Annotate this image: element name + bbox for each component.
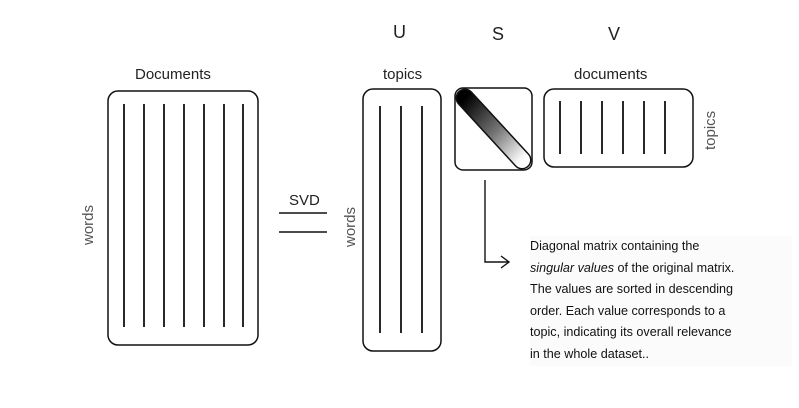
v-matrix-columns (559, 101, 666, 154)
callout-arrow (484, 180, 511, 269)
singular-values-description: Diagonal matrix containing the singular … (530, 236, 792, 366)
u-matrix-frame (362, 88, 442, 352)
u-words-label: words (342, 206, 359, 247)
u-matrix (362, 88, 442, 352)
singular-values-term: singular values (530, 260, 615, 275)
v-topics-label: topics (702, 110, 719, 150)
description-line: The values are sorted in descending (530, 282, 734, 297)
callout-arrow-head (500, 255, 511, 269)
description-line: singular values of the original matrix. (530, 258, 792, 280)
u-matrix-columns (379, 106, 423, 333)
words-axis-label: words (80, 204, 97, 245)
documents-matrix-frame (107, 90, 259, 346)
description-line: topic, indicating its overall relevance (530, 325, 732, 340)
svd-label: SVD (289, 192, 320, 209)
u-heading: U (393, 22, 406, 42)
description-line-rest: of the original matrix. (614, 260, 735, 275)
u-topics-label: topics (383, 66, 423, 83)
documents-matrix (107, 90, 259, 346)
v-matrix (543, 88, 694, 168)
s-matrix (454, 87, 533, 171)
diagonal-gradient (457, 90, 530, 168)
documents-label: Documents (135, 66, 211, 83)
v-documents-label: documents (574, 66, 648, 83)
s-heading: S (492, 24, 505, 44)
v-heading: V (608, 24, 621, 44)
documents-matrix-columns (123, 104, 244, 327)
equals-sign (279, 212, 327, 233)
callout-arrow-line (484, 180, 509, 263)
description-line: order. Each value corresponds to a (530, 303, 726, 318)
v-matrix-frame (543, 88, 694, 168)
description-line: in the whole dataset.. (530, 346, 650, 361)
description-line: Diagonal matrix containing the (530, 239, 700, 253)
